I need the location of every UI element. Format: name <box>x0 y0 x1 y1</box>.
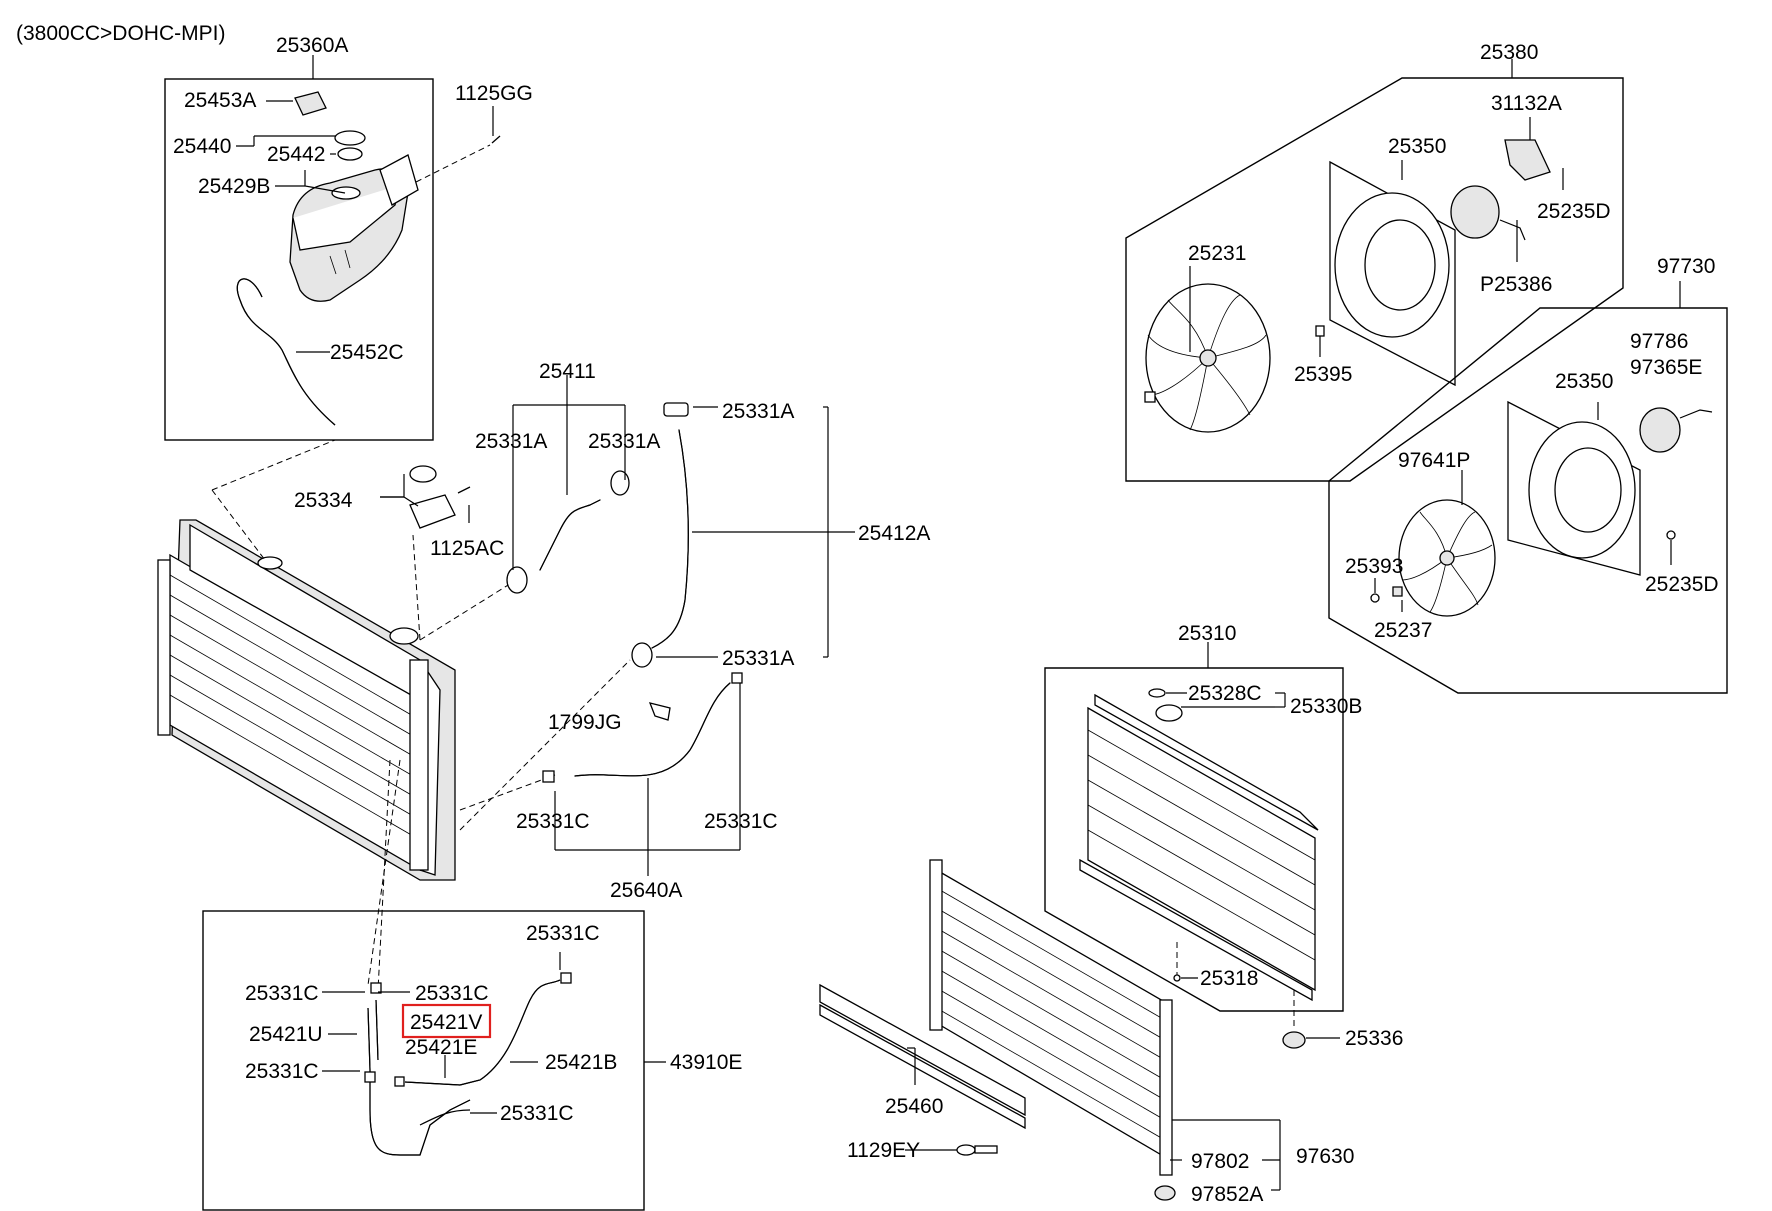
label-97730: 97730 <box>1657 255 1715 278</box>
label-25235D-1: 25235D <box>1537 200 1611 223</box>
oil-cooler-box <box>202 910 645 1211</box>
label-25331C-6: 25331C <box>245 1060 319 1083</box>
label-25452C: 25452C <box>330 341 404 364</box>
main-radiator <box>157 519 456 881</box>
label-97365E: 97365E <box>1630 356 1702 379</box>
label-25421E: 25421E <box>405 1036 477 1059</box>
label-25350-1: 25350 <box>1388 135 1446 158</box>
label-25331C-3: 25331C <box>526 922 600 945</box>
label-1125AC: 1125AC <box>430 537 504 560</box>
label-97630: 97630 <box>1296 1145 1354 1168</box>
oil-cooler-group: 25331C 25331C 25331C 25421V 25421U 25421… <box>202 910 742 1211</box>
label-31132A: 31132A <box>1491 92 1562 115</box>
radiator-assembly-25310: 25310 25328C 25330B 25318 25336 <box>1044 622 1403 1050</box>
reservoir-box <box>164 78 434 441</box>
highlight-25421V-box <box>401 1003 492 1039</box>
label-P25386: P25386 <box>1480 273 1552 296</box>
label-25421U: 25421U <box>249 1023 323 1046</box>
label-25395: 25395 <box>1294 363 1352 386</box>
label-25380: 25380 <box>1480 41 1538 64</box>
label-25421B: 25421B <box>545 1051 617 1074</box>
label-1799JG: 1799JG <box>548 711 622 734</box>
label-25331C-5: 25331C <box>415 982 489 1005</box>
label-25331C-4: 25331C <box>245 982 319 1005</box>
label-25442: 25442 <box>267 143 325 166</box>
label-25310: 25310 <box>1178 622 1236 645</box>
label-97802: 97802 <box>1191 1150 1249 1173</box>
engine-spec-label: (3800CC>DOHC-MPI) <box>16 22 225 45</box>
label-97786: 97786 <box>1630 330 1688 353</box>
label-25412A: 25412A <box>858 522 930 545</box>
label-25331A-1: 25331A <box>475 430 547 453</box>
condenser-assembly: 25460 1129EY 97802 97630 97852A <box>819 859 1354 1206</box>
label-25231: 25231 <box>1188 242 1246 265</box>
reservoir-group: 25360A 25453A 25440 25442 25429B 1125GG … <box>164 34 533 441</box>
label-25440: 25440 <box>173 135 231 158</box>
label-25235D-2: 25235D <box>1645 573 1719 596</box>
label-1129EY: 1129EY <box>847 1139 920 1162</box>
label-97641P: 97641P <box>1398 449 1470 472</box>
upper-hoses: 25411 25331A 25331A 25331A 25331A 25334 … <box>294 360 930 902</box>
label-25334: 25334 <box>294 489 353 512</box>
label-25421V[interactable]: 25421V <box>410 1011 482 1034</box>
fan-assembly-97730: 97730 97786 97365E 25350 97641P 25393 25… <box>1328 255 1728 694</box>
label-25411: 25411 <box>539 360 596 383</box>
label-25331C-2: 25331C <box>704 810 778 833</box>
label-25330B: 25330B <box>1290 695 1362 718</box>
fan-assembly-25380: 25380 31132A 25350 25235D 25231 P25386 2… <box>1125 41 1624 482</box>
label-25237: 25237 <box>1374 619 1432 642</box>
label-25350-2: 25350 <box>1555 370 1613 393</box>
label-25331A-4: 25331A <box>722 647 794 670</box>
label-25328C: 25328C <box>1188 682 1262 705</box>
label-25429B: 25429B <box>198 175 270 198</box>
label-25640A: 25640A <box>610 879 682 902</box>
label-25331C-7: 25331C <box>500 1102 574 1125</box>
label-25331A-3: 25331A <box>722 400 794 423</box>
label-25336: 25336 <box>1345 1027 1403 1050</box>
label-43910E: 43910E <box>670 1051 742 1074</box>
label-97852A: 97852A <box>1191 1183 1263 1206</box>
label-25318: 25318 <box>1200 967 1258 990</box>
label-25331A-2: 25331A <box>588 430 660 453</box>
label-25393: 25393 <box>1345 555 1403 578</box>
label-25453A: 25453A <box>184 89 256 112</box>
label-25331C-1: 25331C <box>516 810 590 833</box>
label-25460: 25460 <box>885 1095 943 1118</box>
label-1125GG: 1125GG <box>455 82 533 105</box>
label-25360A: 25360A <box>276 34 348 57</box>
